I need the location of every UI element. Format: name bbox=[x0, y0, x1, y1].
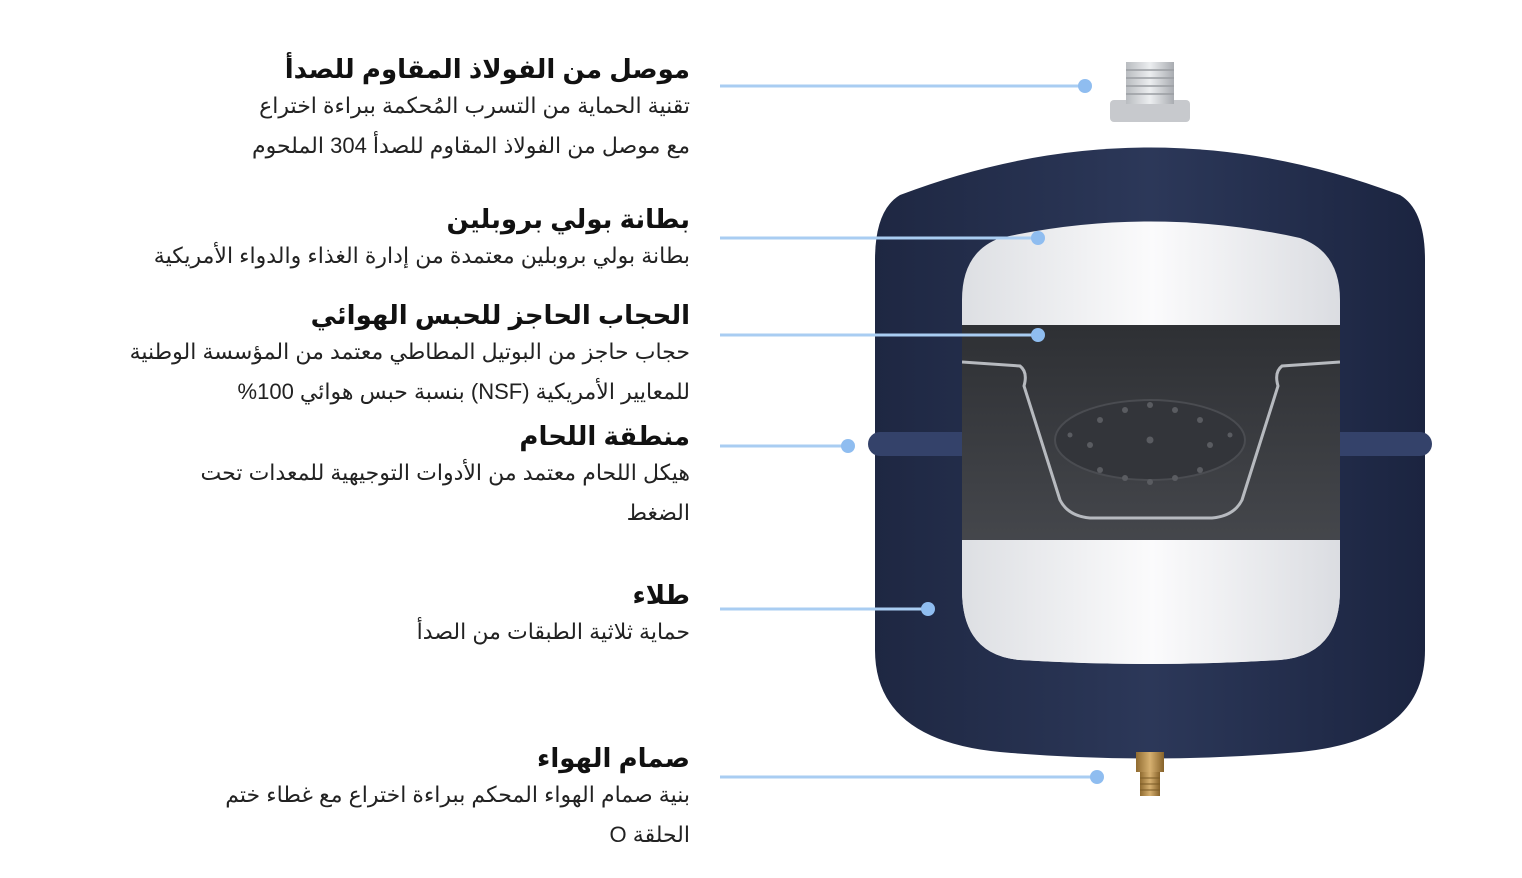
callout-desc-line: الحلقة O bbox=[609, 822, 690, 847]
cutaway-window bbox=[962, 221, 1340, 664]
callout-desc-line: هيكل اللحام معتمد من الأدوات التوجيهية ل… bbox=[200, 460, 690, 485]
callout-title: صمام الهواء bbox=[537, 743, 690, 773]
callout-weld: منطقة اللحام هيكل اللحام معتمد من الأدوا… bbox=[50, 419, 690, 533]
leader-lines bbox=[720, 79, 1104, 784]
callout-diaphragm: الحجاب الحاجز للحبس الهوائي حجاب حاجز من… bbox=[50, 298, 690, 412]
callout-desc-line: حماية ثلاثية الطبقات من الصدأ bbox=[416, 619, 690, 644]
callout-desc-line: حجاب حاجز من البوتيل المطاطي معتمد من ال… bbox=[129, 339, 690, 364]
callout-desc-line: بنية صمام الهواء المحكم ببراءة اختراع مع… bbox=[225, 782, 690, 807]
leader-dot-air-valve bbox=[1090, 770, 1104, 784]
callout-desc-line: تقنية الحماية من التسرب المُحكمة ببراءة … bbox=[259, 93, 690, 118]
callout-title: الحجاب الحاجز للحبس الهوائي bbox=[310, 300, 690, 330]
callout-title: طلاء bbox=[632, 580, 690, 610]
leader-dot-coating bbox=[921, 602, 935, 616]
callout-title: موصل من الفولاذ المقاوم للصدأ bbox=[284, 54, 690, 84]
callout-desc-line: الضغط bbox=[626, 500, 690, 525]
callout-liner: بطانة بولي بروبلين بطانة بولي بروبلين مع… bbox=[50, 202, 690, 276]
leader-dot-diaphragm bbox=[1031, 328, 1045, 342]
callout-connector: موصل من الفولاذ المقاوم للصدأ تقنية الحم… bbox=[50, 52, 690, 166]
leader-dot-connector bbox=[1078, 79, 1092, 93]
callout-coating: طلاء حماية ثلاثية الطبقات من الصدأ bbox=[50, 578, 690, 652]
callout-title: منطقة اللحام bbox=[519, 421, 690, 451]
callout-title: بطانة بولي بروبلين bbox=[446, 204, 690, 234]
callout-desc-line: بطانة بولي بروبلين معتمدة من إدارة الغذا… bbox=[153, 243, 690, 268]
callout-desc-line: للمعايير الأمريكية (NSF) بنسبة حبس هوائي… bbox=[237, 379, 690, 404]
leader-dot-liner bbox=[1031, 231, 1045, 245]
callout-desc-line: مع موصل من الفولاذ المقاوم للصدأ 304 الم… bbox=[251, 133, 690, 158]
callout-air-valve: صمام الهواء بنية صمام الهواء المحكم ببرا… bbox=[50, 741, 690, 855]
air-valve bbox=[1136, 752, 1164, 796]
top-connector bbox=[1110, 62, 1190, 122]
leader-dot-weld bbox=[841, 439, 855, 453]
